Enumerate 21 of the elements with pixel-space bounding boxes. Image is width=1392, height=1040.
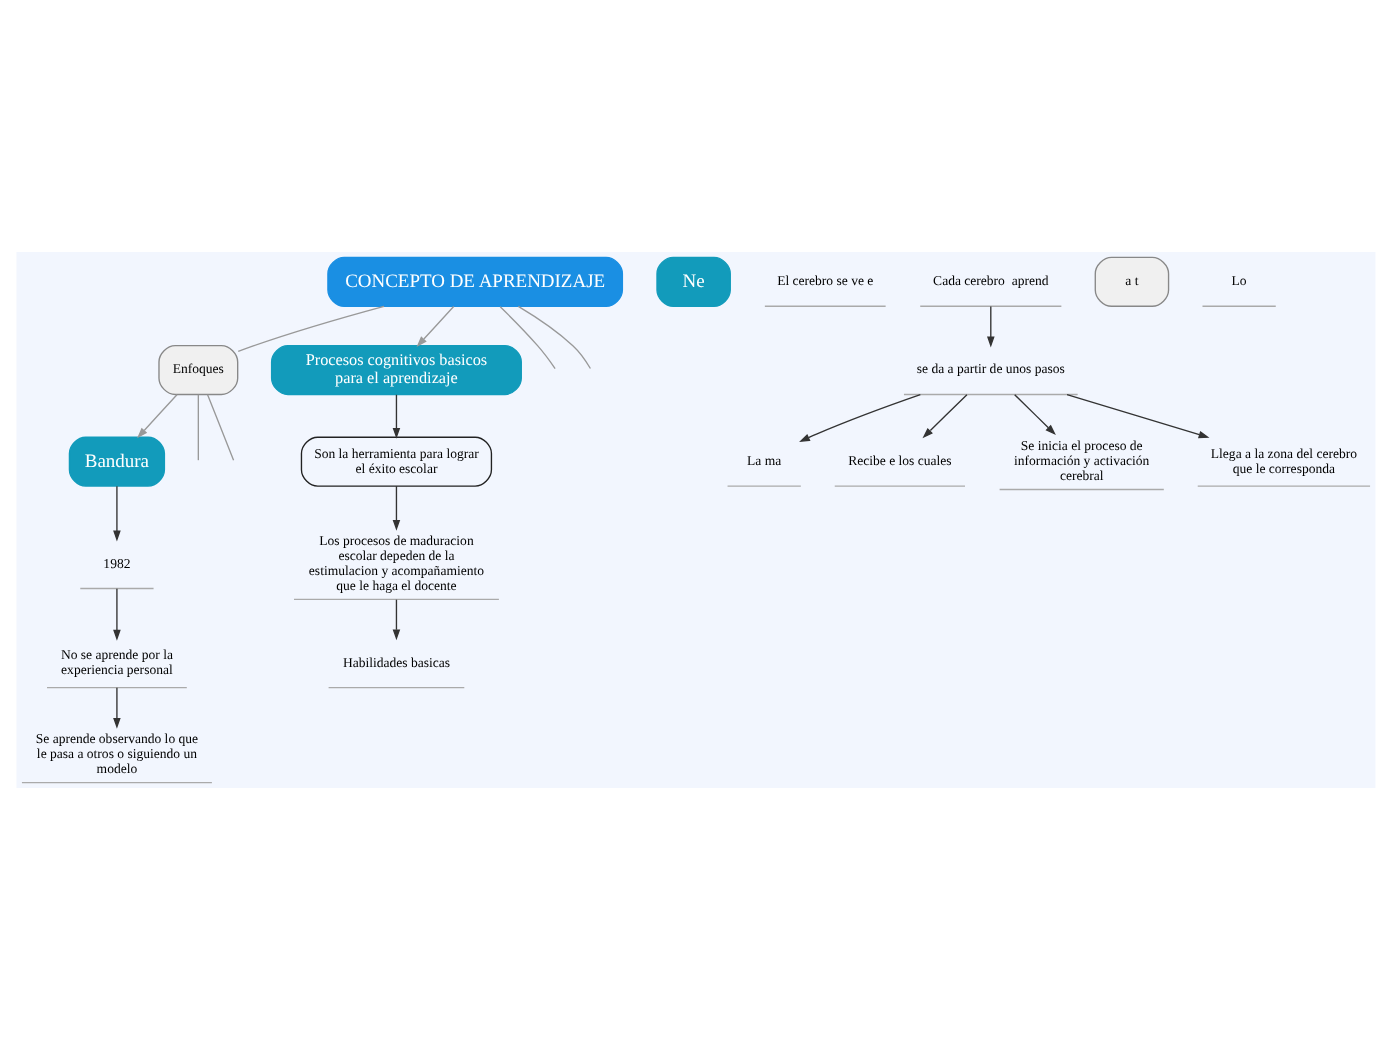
node-box: Ne (656, 256, 731, 307)
arrow (113, 588, 121, 641)
arrow (987, 305, 995, 348)
connector (237, 305, 385, 353)
arrow (392, 485, 401, 531)
arrow (113, 485, 121, 542)
arrow (922, 394, 968, 439)
node-box: CONCEPTO DE APRENDIZAJE (327, 256, 624, 307)
connector (517, 305, 592, 370)
connector (499, 306, 556, 370)
node-box: Bandura (68, 436, 166, 487)
arrow (392, 394, 401, 439)
arrow (137, 394, 178, 439)
arrow (1014, 394, 1056, 436)
arrow (1066, 393, 1210, 439)
connector (197, 394, 199, 461)
arrow (113, 687, 121, 729)
arrow (416, 305, 455, 347)
arrow (799, 393, 922, 443)
arrow (392, 599, 401, 641)
connector (206, 394, 235, 461)
